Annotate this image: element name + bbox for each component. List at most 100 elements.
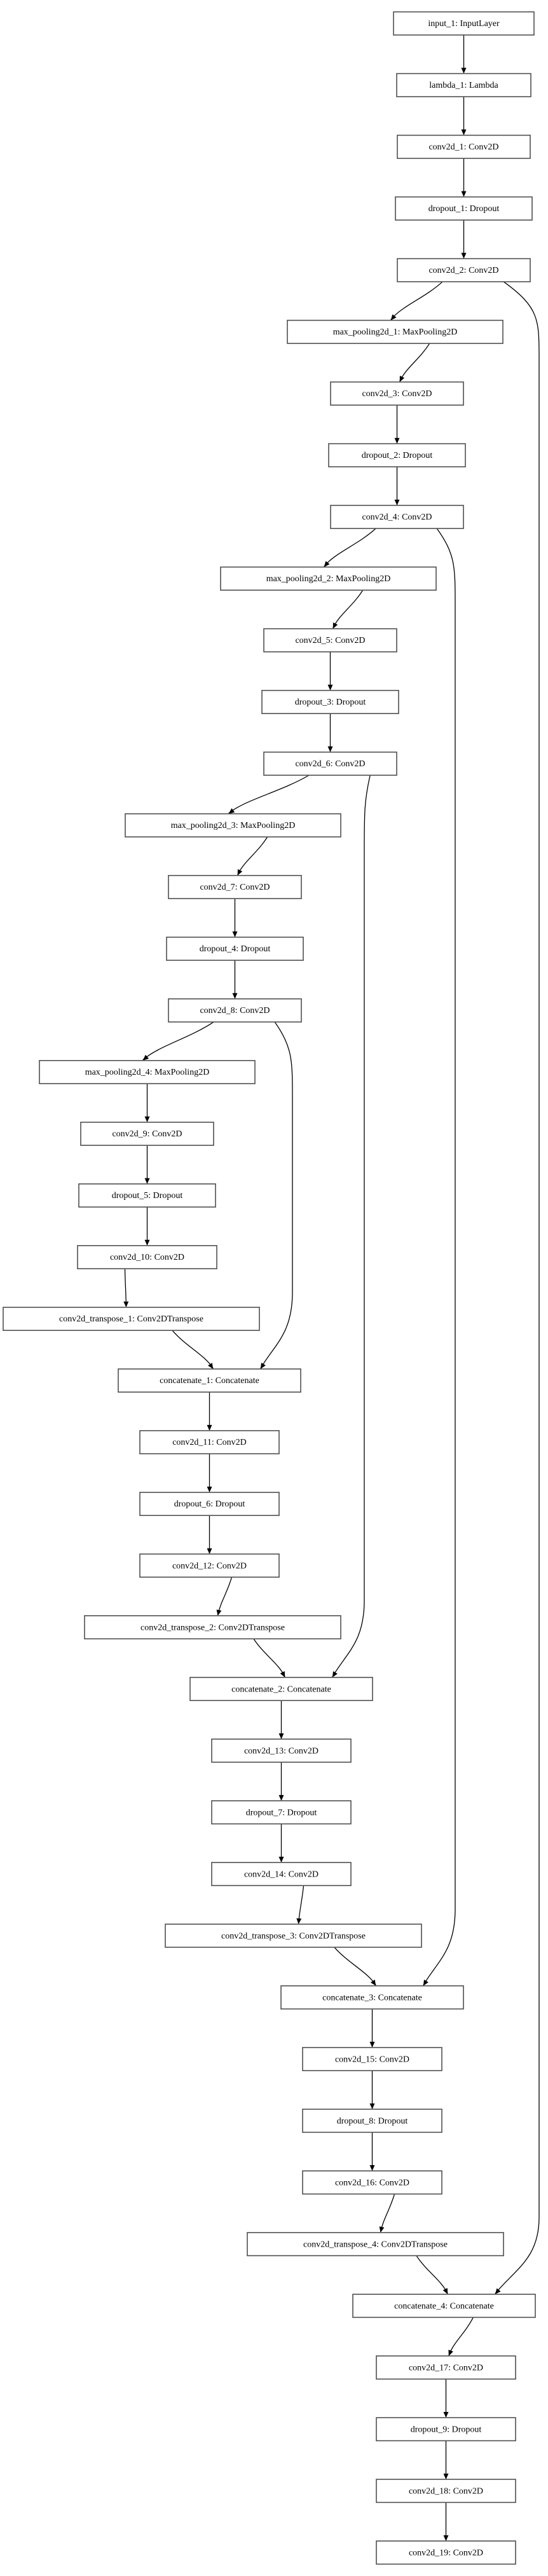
- graph-node-conv2d_1[interactable]: conv2d_1: Conv2D: [397, 134, 531, 159]
- node-box[interactable]: [302, 2109, 442, 2133]
- node-box[interactable]: [302, 2170, 442, 2195]
- graph-node-conv2d_11[interactable]: conv2d_11: Conv2D: [139, 1430, 280, 1455]
- node-label: dropout_9: Dropout: [411, 2425, 482, 2434]
- node-box[interactable]: [330, 381, 464, 406]
- edge-line: [399, 343, 430, 382]
- node-box[interactable]: [261, 689, 399, 714]
- node-box[interactable]: [39, 1059, 256, 1084]
- graph-node-conv2d_10[interactable]: conv2d_10: Conv2D: [77, 1245, 217, 1269]
- graph-node-dropout_5[interactable]: dropout_5: Dropout: [78, 1183, 216, 1208]
- edge-arrowhead: [324, 561, 330, 567]
- node-box[interactable]: [287, 319, 503, 344]
- graph-node-concatenate_4[interactable]: concatenate_4: Concatenate: [352, 2294, 536, 2318]
- graph-node-conv2d_15[interactable]: conv2d_15: Conv2D: [302, 2047, 442, 2072]
- graph-node-max_pooling2d_3[interactable]: max_pooling2d_3: MaxPooling2D: [125, 813, 341, 837]
- node-box[interactable]: [352, 2294, 536, 2318]
- node-box[interactable]: [376, 2355, 516, 2380]
- node-box[interactable]: [376, 2540, 516, 2565]
- graph-node-conv2d_9[interactable]: conv2d_9: Conv2D: [80, 1121, 214, 1146]
- node-box[interactable]: [263, 628, 397, 652]
- edge-line: [228, 775, 310, 814]
- graph-node-input_1[interactable]: input_1: InputLayer: [393, 11, 535, 36]
- node-box[interactable]: [263, 751, 397, 776]
- node-box[interactable]: [330, 504, 464, 529]
- node-box[interactable]: [302, 2047, 442, 2072]
- graph-node-conv2d_17[interactable]: conv2d_17: Conv2D: [376, 2355, 516, 2380]
- edge-arrowhead: [142, 1054, 149, 1061]
- graph-node-dropout_2[interactable]: dropout_2: Dropout: [328, 443, 466, 467]
- graph-node-concatenate_2[interactable]: concatenate_2: Concatenate: [189, 1677, 373, 1702]
- graph-node-concatenate_1[interactable]: concatenate_1: Concatenate: [118, 1368, 301, 1393]
- graph-node-dropout_4[interactable]: dropout_4: Dropout: [166, 936, 304, 961]
- node-box[interactable]: [118, 1368, 301, 1393]
- node-box[interactable]: [165, 1924, 422, 1948]
- graph-node-conv2d_18[interactable]: conv2d_18: Conv2D: [376, 2479, 516, 2504]
- graph-node-conv2d_5[interactable]: conv2d_5: Conv2D: [263, 628, 397, 652]
- graph-node-conv2d_transpose_2[interactable]: conv2d_transpose_2: Conv2DTranspose: [84, 1615, 341, 1640]
- graph-node-concatenate_3[interactable]: concatenate_3: Concatenate: [280, 1985, 464, 2010]
- graph-node-conv2d_4[interactable]: conv2d_4: Conv2D: [330, 504, 464, 529]
- node-box[interactable]: [168, 998, 302, 1023]
- node-box[interactable]: [211, 1862, 352, 1887]
- graph-node-lambda_1[interactable]: lambda_1: Lambda: [396, 72, 531, 97]
- edge-arrowhead: [394, 437, 400, 444]
- graph-node-dropout_3[interactable]: dropout_3: Dropout: [261, 689, 399, 714]
- graph-node-conv2d_19[interactable]: conv2d_19: Conv2D: [376, 2540, 516, 2565]
- graph-node-max_pooling2d_2[interactable]: max_pooling2d_2: MaxPooling2D: [220, 566, 437, 591]
- node-box[interactable]: [397, 258, 531, 282]
- graph-node-dropout_9[interactable]: dropout_9: Dropout: [376, 2417, 516, 2442]
- graph-node-conv2d_12[interactable]: conv2d_12: Conv2D: [139, 1553, 280, 1578]
- node-box[interactable]: [84, 1615, 341, 1640]
- edge-conv2d_8-to-concatenate_1: [260, 1021, 293, 1369]
- edge-arrowhead: [278, 1856, 284, 1863]
- graph-node-conv2d_13[interactable]: conv2d_13: Conv2D: [211, 1739, 352, 1763]
- node-box[interactable]: [125, 813, 341, 837]
- node-label: conv2d_6: Conv2D: [295, 759, 365, 769]
- node-box[interactable]: [3, 1307, 260, 1331]
- node-box[interactable]: [395, 196, 533, 221]
- graph-node-conv2d_transpose_4[interactable]: conv2d_transpose_4: Conv2DTranspose: [247, 2232, 504, 2257]
- node-box[interactable]: [280, 1985, 464, 2010]
- node-box[interactable]: [168, 874, 302, 899]
- edge-conv2d_7-to-dropout_4: [232, 899, 238, 937]
- graph-node-conv2d_7[interactable]: conv2d_7: Conv2D: [168, 874, 302, 899]
- node-box[interactable]: [189, 1677, 373, 1702]
- node-box[interactable]: [77, 1245, 217, 1269]
- graph-node-conv2d_16[interactable]: conv2d_16: Conv2D: [302, 2170, 442, 2195]
- graph-node-conv2d_14[interactable]: conv2d_14: Conv2D: [211, 1862, 352, 1887]
- node-box[interactable]: [393, 11, 535, 36]
- node-box[interactable]: [211, 1800, 352, 1825]
- node-box[interactable]: [220, 566, 437, 591]
- graph-node-conv2d_transpose_3[interactable]: conv2d_transpose_3: Conv2DTranspose: [165, 1924, 422, 1948]
- node-box[interactable]: [139, 1492, 280, 1517]
- graph-node-dropout_7[interactable]: dropout_7: Dropout: [211, 1800, 352, 1825]
- edge-arrowhead: [327, 684, 333, 691]
- node-box[interactable]: [211, 1739, 352, 1763]
- node-box[interactable]: [328, 443, 466, 467]
- node-box[interactable]: [396, 72, 531, 97]
- node-label: dropout_6: Dropout: [174, 1499, 245, 1509]
- edge-dropout_9-to-conv2d_18: [443, 2441, 449, 2479]
- node-box[interactable]: [139, 1430, 280, 1455]
- graph-node-conv2d_3[interactable]: conv2d_3: Conv2D: [330, 381, 464, 406]
- graph-node-conv2d_2[interactable]: conv2d_2: Conv2D: [397, 258, 531, 282]
- node-box[interactable]: [78, 1183, 216, 1208]
- graph-node-max_pooling2d_4[interactable]: max_pooling2d_4: MaxPooling2D: [39, 1059, 256, 1084]
- node-box[interactable]: [376, 2417, 516, 2442]
- graph-node-max_pooling2d_1[interactable]: max_pooling2d_1: MaxPooling2D: [287, 319, 503, 344]
- graph-node-conv2d_8[interactable]: conv2d_8: Conv2D: [168, 998, 302, 1023]
- node-box[interactable]: [139, 1553, 280, 1578]
- node-box[interactable]: [376, 2479, 516, 2504]
- graph-node-dropout_8[interactable]: dropout_8: Dropout: [302, 2109, 442, 2133]
- node-box[interactable]: [247, 2232, 504, 2257]
- graph-node-conv2d_6[interactable]: conv2d_6: Conv2D: [263, 751, 397, 776]
- node-box[interactable]: [80, 1121, 214, 1146]
- edge-arrowhead: [296, 1918, 302, 1924]
- graph-node-conv2d_transpose_1[interactable]: conv2d_transpose_1: Conv2DTranspose: [3, 1307, 260, 1331]
- node-box[interactable]: [166, 936, 304, 961]
- node-box[interactable]: [397, 134, 531, 159]
- edge-line: [390, 281, 443, 320]
- graph-node-dropout_1[interactable]: dropout_1: Dropout: [395, 196, 533, 221]
- graph-node-dropout_6[interactable]: dropout_6: Dropout: [139, 1492, 280, 1517]
